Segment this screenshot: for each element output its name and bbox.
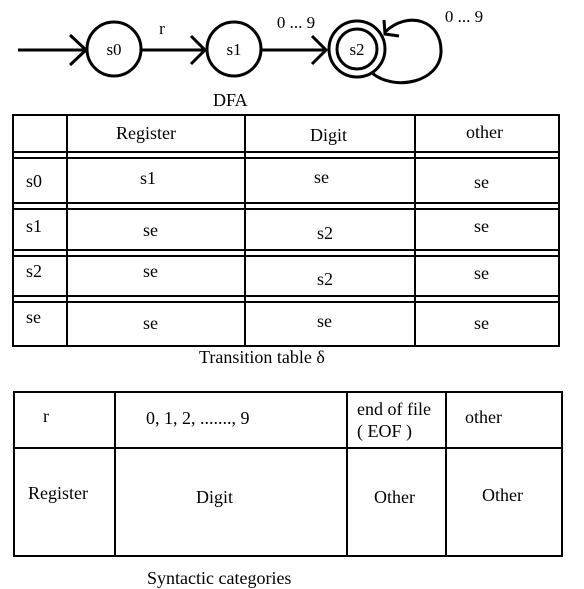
table-cell: se	[416, 159, 558, 204]
table-cell: se	[474, 313, 489, 333]
transition-row-se: se se se se	[14, 303, 558, 345]
table-cell: se	[68, 303, 246, 345]
char-cell: r	[15, 393, 116, 449]
row-state: se	[14, 303, 68, 345]
dfa-caption: DFA	[213, 90, 248, 110]
category-cell: Other	[348, 449, 447, 555]
table-cell: se	[246, 303, 416, 345]
row-state: s1	[14, 210, 68, 251]
edge-s1-s2-label: 0 ... 9	[277, 13, 315, 32]
state-s1-label: s1	[226, 40, 241, 59]
categories-char-row: r 0, 1, 2, ......., 9 end of file ( EOF …	[15, 393, 561, 449]
char-cell: end of file ( EOF )	[348, 393, 447, 449]
transition-table: Register Digit other s0 s1 se se s1 se s…	[12, 114, 560, 347]
state-s2-label: s2	[349, 40, 364, 59]
char-cell: 0, 1, 2, ......., 9	[116, 393, 348, 449]
edge-s1-s2-arrowhead	[310, 34, 329, 66]
transition-row-s2: s2 se s2 se	[14, 257, 558, 297]
edge-s0-s1-label: r	[159, 19, 165, 38]
table-cell: se	[68, 257, 246, 297]
header-register: Register	[68, 116, 246, 153]
table-cell: s2	[246, 257, 416, 297]
loop-s2	[371, 18, 443, 85]
transition-row-s1: s1 se s2 se	[14, 210, 558, 251]
transition-header-row: Register Digit other	[14, 116, 558, 153]
table-cell: se	[416, 257, 558, 297]
table-cell: se	[68, 210, 246, 251]
state-s0-label: s0	[106, 40, 121, 59]
state-s2-inner	[335, 27, 379, 71]
category-cell: Register	[15, 449, 116, 555]
char-cell: other	[447, 393, 561, 449]
transition-row-s0: s0 s1 se se	[14, 159, 558, 204]
categories-category-row: Register Digit Other Other	[15, 449, 561, 555]
categories-table: r 0, 1, 2, ......., 9 end of file ( EOF …	[13, 391, 563, 557]
header-digit: Digit	[246, 116, 416, 153]
edge-s0-s1-arrowhead	[189, 34, 208, 66]
table-cell: s2	[246, 210, 416, 251]
loop-s2-arrowhead	[382, 19, 400, 38]
transition-table-caption: Transition table δ	[199, 347, 325, 367]
categories-table-caption: Syntactic categories	[147, 568, 292, 588]
header-other: other	[416, 116, 558, 153]
row-state: s2	[14, 257, 68, 297]
category-cell: Other	[482, 485, 523, 505]
row-state: s0	[14, 159, 68, 204]
table-cell: se	[416, 210, 558, 251]
category-cell: Digit	[116, 449, 348, 555]
header-corner	[14, 116, 68, 153]
table-cell: s1	[68, 159, 246, 204]
table-cell: se	[246, 159, 416, 204]
dfa-diagram: s0 r s1 0 ... 9 s2 0 ... 9	[18, 7, 483, 85]
loop-s2-label: 0 ... 9	[445, 7, 483, 26]
